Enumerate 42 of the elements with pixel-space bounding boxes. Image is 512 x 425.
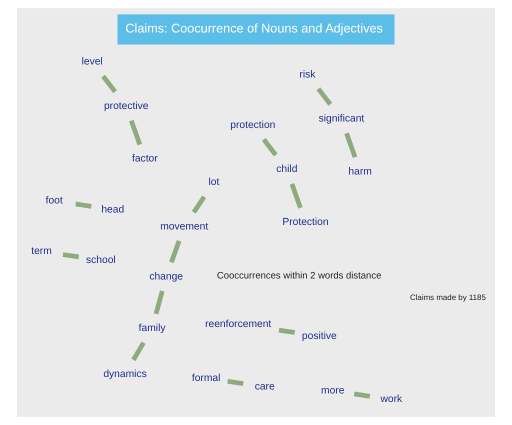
label: Claims made by 1185 — [410, 293, 486, 302]
connector — [101, 74, 117, 94]
node-text: term — [31, 246, 52, 258]
connector — [129, 120, 142, 146]
node-text: foot — [46, 196, 63, 207]
diagram-title: Claims: Coocurrence of Nouns and Adjectives — [125, 21, 383, 36]
connector — [262, 138, 278, 156]
node-text: risk — [299, 69, 316, 80]
connector — [344, 132, 358, 158]
node-text: protection — [230, 120, 276, 131]
node-text: formal — [192, 372, 220, 384]
node-text: movement — [160, 221, 208, 232]
node-text: reenforcement — [205, 318, 272, 330]
node-text: school — [86, 254, 116, 266]
node-text: protective — [104, 100, 148, 112]
node-text: significant — [318, 114, 364, 125]
node-text: more — [321, 385, 344, 396]
connector — [316, 87, 332, 106]
node-text: care — [254, 382, 275, 393]
node-text: Protection — [282, 216, 329, 228]
node-text: head — [101, 204, 124, 216]
node-text: harm — [348, 166, 372, 178]
node-text: positive — [302, 330, 337, 342]
node-text: level — [82, 56, 103, 68]
node-text: work — [380, 394, 402, 406]
node-text: child — [276, 164, 298, 176]
connector — [75, 202, 92, 209]
connector — [290, 183, 303, 209]
connector — [354, 392, 370, 399]
node-text: lot — [208, 176, 220, 188]
connector — [192, 196, 206, 214]
node-text: factor — [132, 154, 158, 165]
connector — [62, 252, 80, 260]
connector — [227, 378, 244, 386]
node-text: family — [138, 322, 166, 334]
node-text: change — [149, 271, 184, 282]
connector — [131, 341, 146, 362]
connector — [154, 290, 165, 315]
node-text: dynamics — [103, 368, 147, 380]
connector — [169, 240, 182, 264]
connector — [278, 328, 296, 335]
label: Cooccurrences within 2 words distance — [216, 270, 382, 282]
